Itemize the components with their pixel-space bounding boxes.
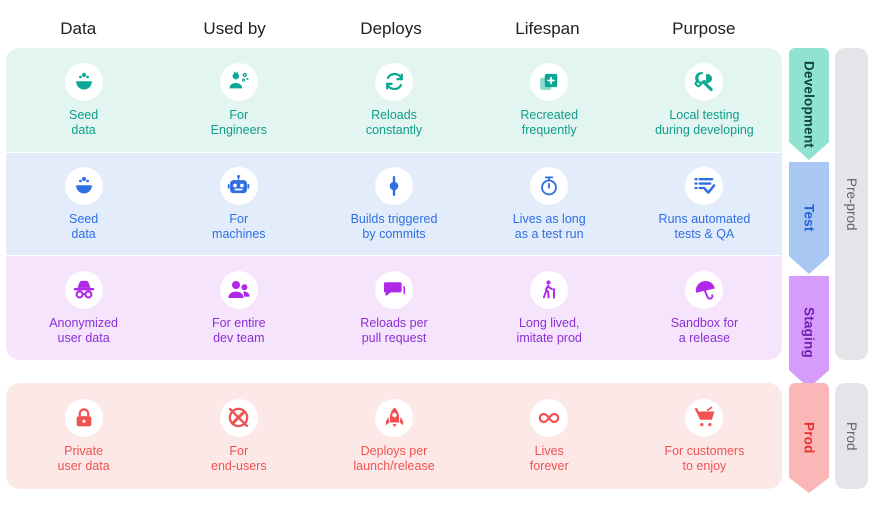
column-header-deploys: Deploys: [360, 19, 422, 38]
env-label: Prod: [801, 422, 817, 454]
env-chevron-prod[interactable]: Prod: [789, 383, 829, 493]
cell-test-used-by: For machines: [161, 153, 316, 255]
cell-development-purpose: Local testing during developing: [627, 48, 782, 152]
row-development: Seed data For Engineers: [6, 48, 782, 152]
row-test: Seed data For machines: [6, 153, 782, 255]
cell-test-data: Seed data: [6, 153, 161, 255]
cell-label: Recreated frequently: [520, 107, 579, 137]
cell-development-used-by: For Engineers: [161, 48, 316, 152]
cell-prod-deploys: Deploys per launch/release: [316, 383, 471, 489]
cart-icon: [685, 398, 724, 437]
cell-label: Lives forever: [529, 443, 569, 473]
stopwatch-icon: [530, 166, 569, 205]
cell-label: Deploys per launch/release: [353, 443, 435, 473]
env-label: Staging: [801, 306, 817, 358]
people-icon: [219, 270, 258, 309]
cell-label: For end-users: [211, 443, 267, 473]
env-label: Test: [801, 204, 817, 232]
lock-icon: [64, 398, 103, 437]
cell-staging-lifespan: Long lived, imitate prod: [472, 256, 627, 360]
env-chevron-test[interactable]: Test: [789, 162, 829, 274]
cell-label: Sandbox for a release: [670, 315, 739, 345]
group-label: Prod: [844, 421, 859, 451]
cell-label: Builds triggered by commits: [350, 211, 438, 241]
umbrella-icon: [685, 270, 724, 309]
column-header-used-by: Used by: [203, 19, 266, 38]
column-headers: Data Used by Deploys Lifespan Purpose: [0, 14, 782, 44]
env-label: Development: [801, 60, 817, 148]
cell-label: For Engineers: [210, 107, 267, 137]
checklist-icon: [685, 166, 724, 205]
cell-label: Reloads per pull request: [360, 315, 428, 345]
group-column-pre-prod: Pre-prod: [835, 48, 868, 360]
cell-test-lifespan: Lives as long as a test run: [472, 153, 627, 255]
cell-staging-used-by: For entire dev team: [161, 256, 316, 360]
cell-development-deploys: Reloads constantly: [316, 48, 471, 152]
cell-label: Lives as long as a test run: [512, 211, 586, 241]
group-column-prod: Prod: [835, 383, 868, 489]
seed-icon: [64, 166, 103, 205]
cell-label: Long lived, imitate prod: [516, 315, 582, 345]
cell-test-deploys: Builds triggered by commits: [316, 153, 471, 255]
comment-icon: [375, 270, 413, 309]
env-chevron-staging[interactable]: Staging: [789, 276, 829, 388]
globe-off-icon: [219, 398, 258, 437]
cell-prod-lifespan: Lives forever: [472, 383, 627, 489]
cell-staging-data: Anonymized user data: [6, 256, 161, 360]
seed-icon: [64, 62, 103, 101]
commit-icon: [375, 166, 413, 205]
cell-label: Runs automated tests & QA: [658, 211, 751, 241]
row-staging: Anonymized user data For entire dev team: [6, 256, 782, 360]
cell-label: For entire dev team: [212, 315, 266, 345]
cell-label: Anonymized user data: [49, 315, 118, 345]
incognito-icon: [64, 270, 103, 309]
cell-development-lifespan: Recreated frequently: [472, 48, 627, 152]
group-label: Pre-prod: [844, 177, 859, 231]
column-header-data: Data: [60, 19, 97, 38]
cell-prod-data: Private user data: [6, 383, 161, 489]
cell-label: Private user data: [57, 443, 110, 473]
cell-label: For machines: [212, 211, 266, 241]
cell-staging-purpose: Sandbox for a release: [627, 256, 782, 360]
cell-staging-deploys: Reloads per pull request: [316, 256, 471, 360]
env-chevron-development[interactable]: Development: [789, 48, 829, 160]
elderly-icon: [530, 270, 569, 309]
rocket-icon: [375, 398, 413, 437]
row-prod: Private user data For end-users: [6, 383, 782, 489]
cell-test-purpose: Runs automated tests & QA: [627, 153, 782, 255]
column-header-lifespan: Lifespan: [515, 19, 580, 38]
cell-label: For customers to enjoy: [664, 443, 745, 473]
engineers-icon: [219, 62, 258, 101]
reload-icon: [375, 62, 413, 101]
robot-icon: [219, 166, 258, 205]
wrench-icon: [685, 62, 724, 101]
cell-label: Reloads constantly: [365, 107, 423, 137]
cell-development-data: Seed data: [6, 48, 161, 152]
cell-label: Local testing during developing: [655, 107, 754, 137]
cell-label: Seed data: [69, 211, 99, 241]
cell-label: Seed data: [69, 107, 99, 137]
cell-prod-purpose: For customers to enjoy: [627, 383, 782, 489]
cell-prod-used-by: For end-users: [161, 383, 316, 489]
recreate-icon: [530, 62, 569, 101]
infinity-icon: [530, 398, 569, 437]
column-header-purpose: Purpose: [672, 19, 736, 38]
